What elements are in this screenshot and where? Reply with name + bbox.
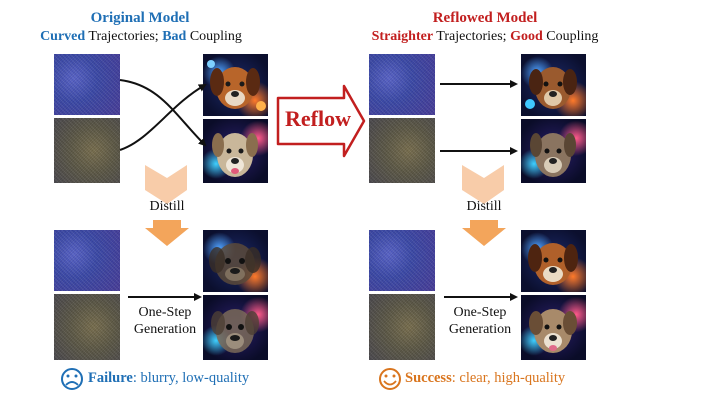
result-failure: Failure: blurry, low-quality (88, 370, 250, 386)
noise-image-right-bottom-2 (369, 294, 435, 360)
dog-image-right-bottom-1 (521, 230, 586, 292)
noise-image-left-bottom-1 (54, 230, 120, 291)
curved-trajectory-2 (119, 84, 207, 151)
dog-image-left-top-1 (203, 54, 268, 116)
distill-label-left: Distill (149, 199, 185, 214)
happy-face-icon (379, 368, 401, 390)
distill-label-right: Distill (466, 199, 502, 214)
dog-image-right-top-1 (521, 54, 586, 116)
right-subtitle: Straighter Trajectories; Good Coupling (371, 29, 599, 44)
result-success: Success: clear, high-quality (405, 370, 566, 386)
distill-arrow-left (145, 220, 189, 246)
sad-face-icon (61, 368, 83, 390)
curved-trajectory-1 (119, 79, 207, 147)
noise-image-left-top-1 (54, 54, 120, 115)
noise-image-right-top-1 (369, 54, 435, 115)
dog-image-right-top-2 (521, 119, 586, 183)
noise-image-left-top-2 (54, 118, 120, 183)
distill-chevron-right (462, 165, 504, 204)
dog-image-left-top-2 (203, 119, 268, 183)
dog-image-left-bottom-2 (203, 295, 268, 360)
noise-image-right-top-2 (369, 118, 435, 183)
left-title: Original Model (90, 10, 190, 26)
distill-arrow-right (462, 220, 506, 246)
right-title: Reflowed Model (432, 10, 538, 26)
reflow-arrow (276, 84, 366, 158)
noise-image-left-bottom-2 (54, 294, 120, 360)
dog-image-right-bottom-2 (521, 295, 586, 360)
left-subtitle: Curved Trajectories; Bad Coupling (40, 29, 242, 44)
reflow-label: Reflow (285, 106, 351, 131)
noise-image-right-bottom-1 (369, 230, 435, 291)
distill-chevron-left (145, 165, 187, 204)
dog-image-left-bottom-1 (203, 230, 268, 292)
